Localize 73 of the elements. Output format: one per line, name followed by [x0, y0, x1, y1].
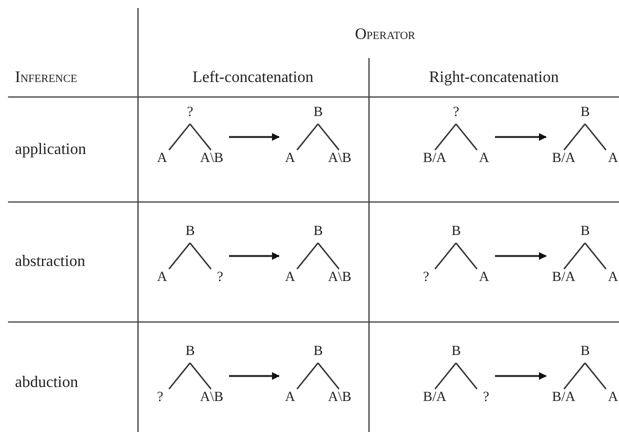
- category-label: A: [608, 270, 618, 286]
- tree-branch: [584, 242, 607, 270]
- tree-branch: [317, 242, 340, 270]
- category-label: ?: [453, 105, 460, 121]
- arrow: [495, 133, 547, 141]
- tree-branch: [168, 124, 191, 150]
- tree-branch: [189, 362, 212, 390]
- category-label: B: [580, 344, 590, 360]
- category-label: ?: [157, 390, 164, 406]
- tree-branch: [296, 362, 319, 390]
- arrow: [495, 252, 547, 260]
- tree-branch: [317, 362, 340, 390]
- category-label: ?: [217, 270, 224, 286]
- category-label: A: [285, 270, 296, 286]
- arrow: [495, 372, 547, 380]
- tree-branch: [434, 242, 457, 270]
- category-label: A\B: [200, 390, 224, 406]
- category-label: A: [479, 270, 490, 286]
- category-label: B/A: [552, 270, 576, 286]
- category-label: B: [314, 105, 323, 121]
- row-label: application: [15, 141, 86, 159]
- tree-branch: [455, 242, 478, 270]
- category-label: B/A: [552, 151, 576, 167]
- tree-branch: [296, 124, 319, 150]
- tree-branch: [584, 362, 607, 390]
- category-label: A\B: [328, 270, 352, 286]
- column-header: Inference: [15, 69, 78, 87]
- row-label: abstraction: [15, 253, 86, 271]
- tree-branch: [563, 242, 586, 270]
- category-label: A: [157, 151, 168, 167]
- arrow: [229, 372, 280, 380]
- tree-branch: [563, 362, 586, 390]
- column-header: Left-concatenation: [192, 69, 314, 87]
- tree-branch: [189, 124, 212, 150]
- category-label: B: [580, 224, 590, 240]
- category-label: A: [285, 151, 296, 167]
- category-label: B/A: [423, 151, 446, 167]
- category-label: A: [608, 151, 618, 167]
- category-label: ?: [423, 270, 430, 286]
- column-header: Right-concatenation: [429, 69, 559, 87]
- category-label: A\B: [328, 151, 352, 167]
- category-label: A: [285, 390, 296, 406]
- tree-branch: [584, 124, 607, 150]
- category-label: B: [186, 224, 195, 240]
- tree-branch: [455, 124, 478, 150]
- arrow: [229, 133, 280, 141]
- category-label: B/A: [423, 390, 446, 406]
- category-label: B: [314, 224, 323, 240]
- category-label: A: [157, 270, 168, 286]
- category-label: A\B: [328, 390, 352, 406]
- tree-branch: [296, 242, 319, 270]
- tree-branch: [168, 362, 191, 390]
- row-label: abduction: [15, 374, 78, 392]
- category-label: ?: [187, 105, 194, 121]
- category-label: A\B: [200, 151, 224, 167]
- tree-branch: [434, 124, 457, 150]
- category-label: B: [580, 105, 590, 121]
- tree-branch: [455, 362, 478, 390]
- tree-branch: [189, 242, 212, 270]
- category-label: B: [452, 344, 461, 360]
- tree-branch: [317, 124, 340, 150]
- tree-branch: [434, 362, 457, 390]
- category-label: A: [608, 390, 618, 406]
- category-label: B: [186, 344, 195, 360]
- tree-branch: [168, 242, 191, 270]
- tree-branch: [563, 124, 586, 150]
- category-label: ?: [483, 390, 490, 406]
- category-label: B: [452, 224, 461, 240]
- arrow: [229, 252, 280, 260]
- category-label: B: [314, 344, 323, 360]
- category-label: B/A: [552, 390, 576, 406]
- category-label: A: [479, 151, 490, 167]
- column-header: Operator: [355, 26, 416, 44]
